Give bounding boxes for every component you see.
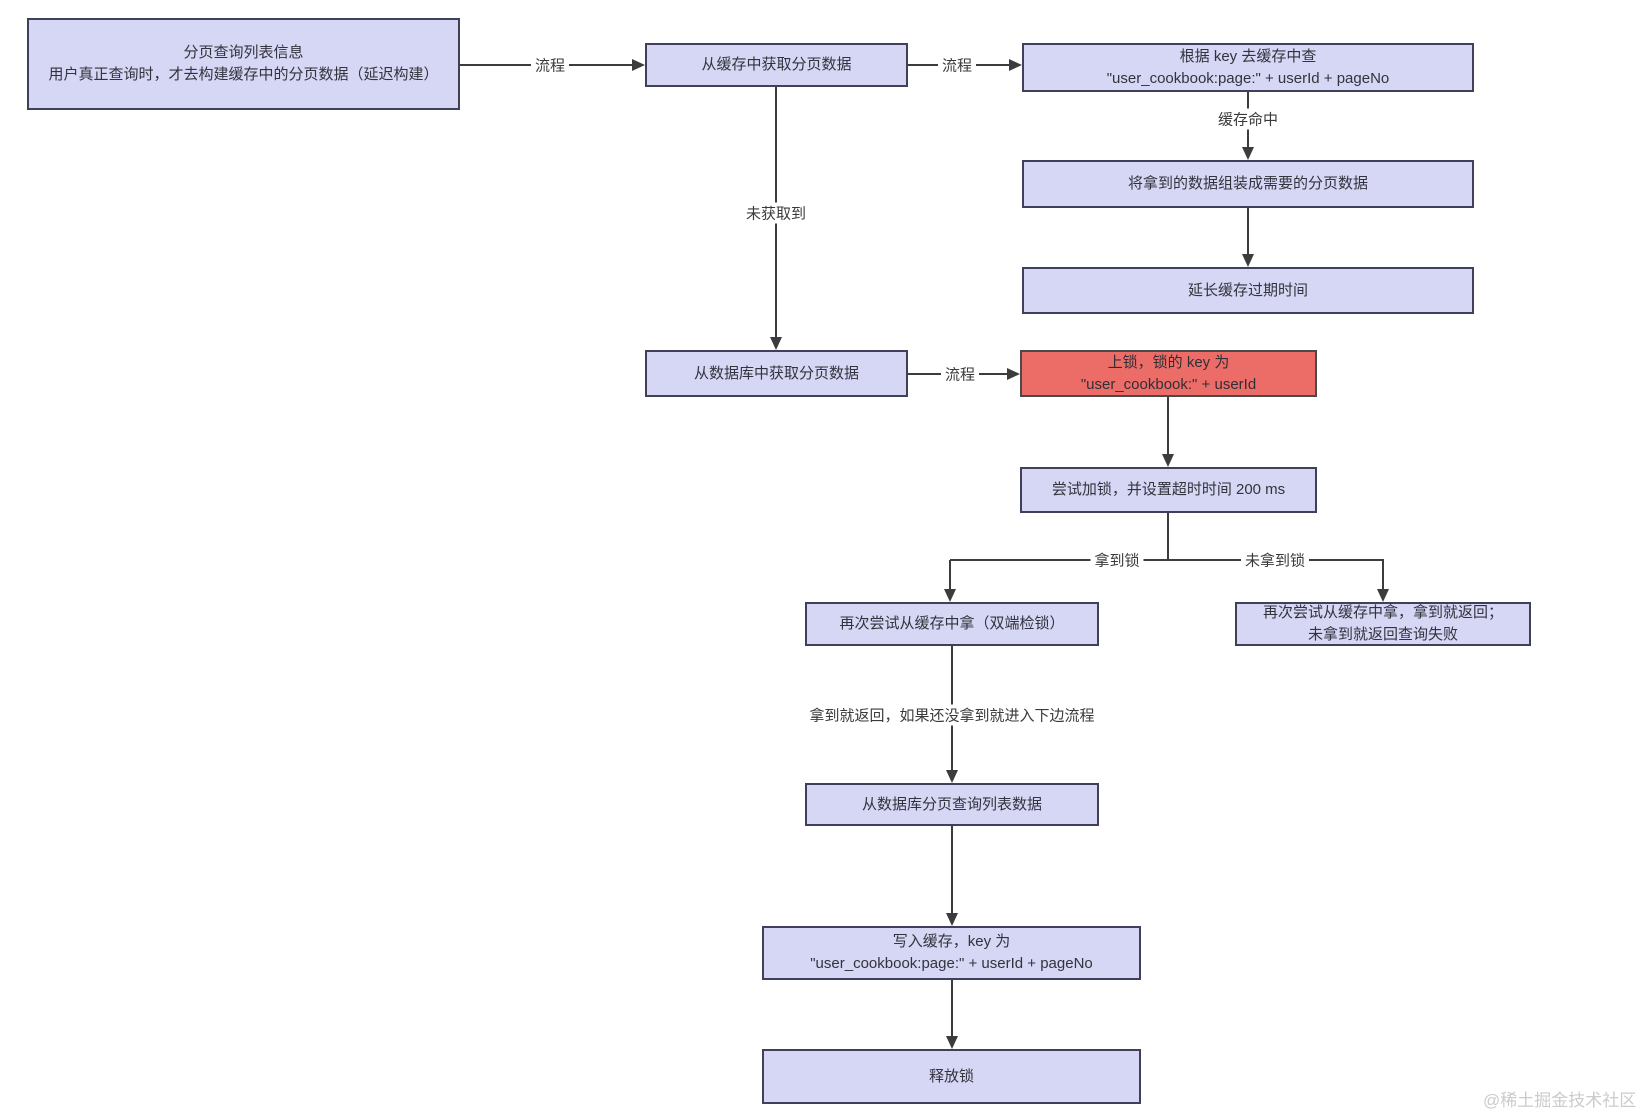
edge-db-query-to-write-cache-line [951, 826, 953, 914]
edge-label-not-obtained: 未获取到 [741, 202, 811, 224]
edge-label-flow-2: 流程 [937, 54, 977, 76]
node-start-line2: 用户真正查询时，才去构建缓存中的分页数据（延迟构建） [48, 66, 439, 83]
watermark-text: @稀土掘金技术社区 [1483, 1091, 1637, 1110]
node-db-page-query-label: 从数据库分页查询列表数据 [861, 795, 1042, 813]
node-get-cache: 从缓存中获取分页数据 [645, 43, 908, 87]
edge-branch-horizontal-line [950, 559, 1384, 561]
arrowhead-right-icon [1009, 59, 1022, 71]
node-write-cache-line2: "user_cookbook:page:" + userId + pageNo [810, 955, 1093, 972]
arrowhead-down-icon [946, 913, 958, 926]
arrowhead-right-icon [632, 59, 645, 71]
node-db-page-query: 从数据库分页查询列表数据 [805, 783, 1099, 826]
node-try-lock-label: 尝试加锁，并设置超时时间 200 ms [1051, 481, 1286, 498]
node-extend-expire-label: 延长缓存过期时间 [1187, 281, 1308, 299]
node-retry-fail-line1: 再次尝试从缓存中拿，拿到就返回； [1262, 604, 1503, 621]
node-start-line1: 分页查询列表信息 [183, 44, 304, 61]
node-lock: 上锁，锁的 key 为 "user_cookbook:" + userId [1020, 350, 1317, 397]
node-lock-line2: "user_cookbook:" + userId [1080, 375, 1257, 393]
edge-label-flow-3: 流程 [940, 363, 980, 385]
node-write-cache: 写入缓存，key 为 "user_cookbook:page:" + userI… [762, 926, 1141, 980]
edge-label-cache-hit: 缓存命中 [1213, 108, 1283, 130]
edge-assemble-to-extend-line [1247, 208, 1249, 255]
arrowhead-down-icon [1242, 254, 1254, 267]
edge-label-return-or-continue: 拿到就返回，如果还没拿到就进入下边流程 [805, 704, 1099, 726]
node-retry-fail-line2: 未拿到就返回查询失败 [1307, 626, 1458, 643]
node-assemble-label: 将拿到的数据组装成需要的分页数据 [1127, 175, 1368, 192]
edge-label-got-lock: 拿到锁 [1090, 549, 1144, 571]
arrowhead-down-icon [944, 589, 956, 602]
node-query-by-key-line2: "user_cookbook:page:" + userId + pageNo [1106, 69, 1390, 87]
node-get-cache-label: 从缓存中获取分页数据 [701, 56, 852, 73]
edge-write-cache-to-release-line [951, 980, 953, 1037]
edge-branch-left-drop-line [949, 560, 951, 590]
arrowhead-down-icon [1162, 454, 1174, 467]
node-get-db: 从数据库中获取分页数据 [645, 350, 908, 397]
node-lock-line1: 上锁，锁的 key 为 [1107, 353, 1230, 371]
node-release-lock-label: 释放锁 [928, 1067, 974, 1085]
arrowhead-down-icon [1377, 589, 1389, 602]
edge-try-lock-branch-stem-line [1167, 513, 1169, 560]
node-extend-expire: 延长缓存过期时间 [1022, 267, 1474, 314]
node-write-cache-line1: 写入缓存，key 为 [892, 933, 1011, 950]
arrowhead-down-icon [946, 1036, 958, 1049]
arrowhead-down-icon [946, 770, 958, 783]
arrowhead-down-icon [1242, 147, 1254, 160]
node-get-db-label: 从数据库中获取分页数据 [693, 364, 859, 382]
node-query-by-key: 根据 key 去缓存中查 "user_cookbook:page:" + use… [1022, 43, 1474, 92]
node-release-lock: 释放锁 [762, 1049, 1141, 1104]
arrowhead-down-icon [770, 337, 782, 350]
edge-label-flow-1: 流程 [530, 54, 570, 76]
node-retry-double-check-label: 再次尝试从缓存中拿（双端检锁） [839, 615, 1065, 632]
edge-label-no-lock: 未拿到锁 [1240, 549, 1310, 571]
edge-lock-to-try-lock-line [1167, 397, 1169, 455]
edge-branch-right-drop-line [1382, 560, 1384, 590]
node-retry-double-check: 再次尝试从缓存中拿（双端检锁） [805, 602, 1099, 646]
node-retry-fail: 再次尝试从缓存中拿，拿到就返回； 未拿到就返回查询失败 [1235, 602, 1531, 646]
node-try-lock: 尝试加锁，并设置超时时间 200 ms [1020, 467, 1317, 513]
node-start: 分页查询列表信息 用户真正查询时，才去构建缓存中的分页数据（延迟构建） [27, 18, 460, 110]
node-assemble: 将拿到的数据组装成需要的分页数据 [1022, 160, 1474, 208]
arrowhead-right-icon [1007, 368, 1020, 380]
node-query-by-key-line1: 根据 key 去缓存中查 [1179, 47, 1317, 65]
